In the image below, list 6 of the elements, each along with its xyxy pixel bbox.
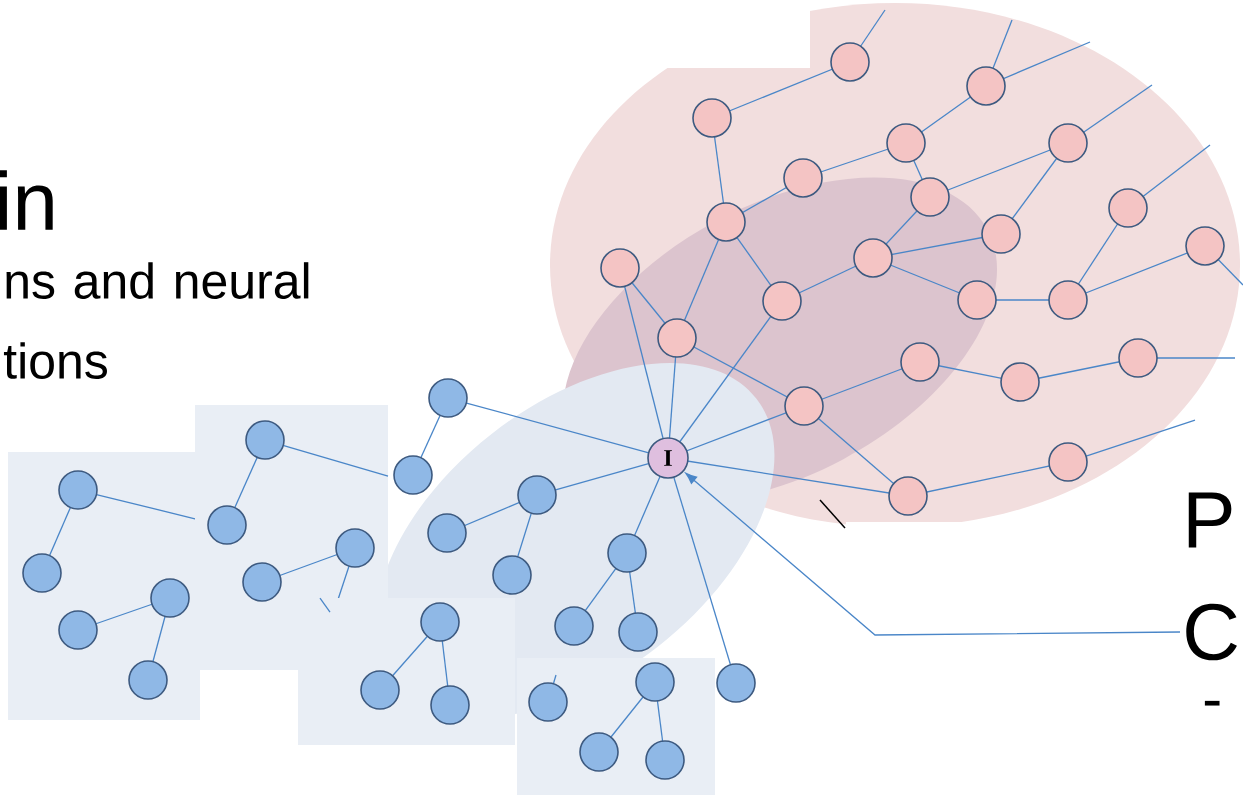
- label-text: P: [1188, 492, 1232, 548]
- heading-text: in: [0, 170, 53, 230]
- body-text: ns and neural tions: [3, 262, 309, 379]
- leader-line: [685, 472, 1181, 636]
- label-text: C: [1186, 603, 1237, 661]
- label-text: -: [1204, 700, 1220, 706]
